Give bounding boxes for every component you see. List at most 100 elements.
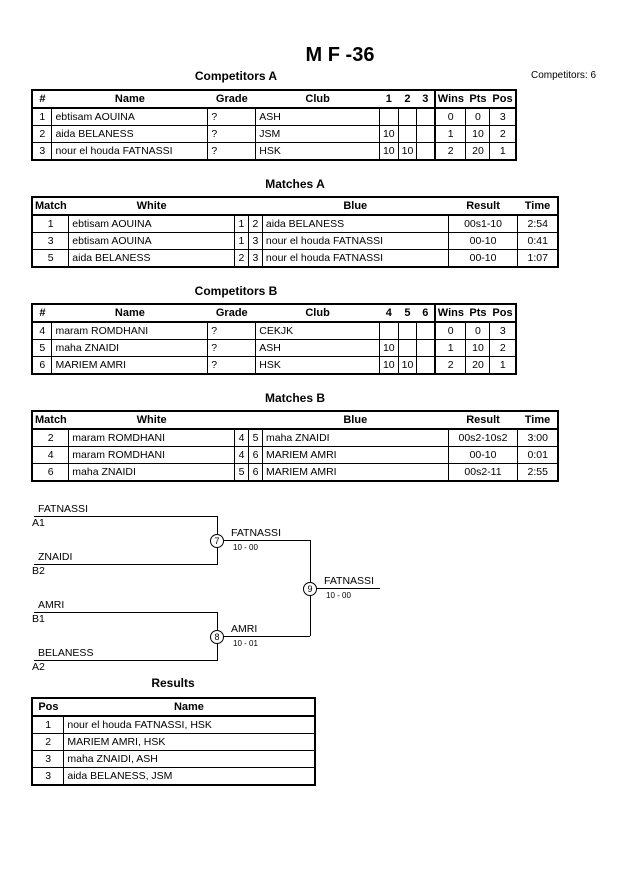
cell: 3 [31,750,65,768]
competitors-count: Competitors: 6 [531,70,597,81]
cell [416,339,436,357]
col-header: Blue [262,411,449,430]
cell: maram ROMDHANI [68,428,236,447]
match-number-badge: 8 [210,630,224,644]
table-row: 3 maha ZNAIDI, ASH [31,750,316,768]
col-header: Pts [465,90,490,109]
bracket-line [34,660,218,661]
cell: 1 [31,715,65,734]
col-header: Wins [433,90,466,109]
match-number-badge: 9 [303,582,317,596]
bracket-entrant-seed: B1 [32,613,45,625]
cell: 1 [31,214,70,233]
bracket-entrant-seed: A1 [32,517,45,529]
cell: HSK [255,142,380,161]
cell: 0 [433,321,467,340]
col-header: Pos [489,90,516,109]
cell: 0:41 [517,232,559,250]
cell: MARIEM AMRI [51,356,209,375]
matches-a-table: Match White Blue Result Time 1 ebtisam A… [31,196,559,268]
bracket-winner-name: AMRI [231,623,258,635]
cell [397,107,418,126]
bracket-entrant-name: FATNASSI [38,503,88,515]
col-header: Grade [207,304,256,323]
col-header: Time [517,197,558,216]
cell: 1 [31,107,53,126]
col-header: Name [63,698,315,717]
cell [397,125,418,143]
cell: 1 [233,232,249,250]
col-header: Name [51,304,208,323]
cell: 4 [234,428,249,447]
bracket-entrant-name: AMRI [38,599,65,611]
cell: ebtisam AOUINA [51,107,209,126]
cell [416,356,436,375]
bracket-score: 10 - 00 [233,543,258,552]
matches-b-title: Matches B [264,391,326,405]
table-row: 2 MARIEM AMRI, HSK [31,733,316,751]
col-header: 5 [398,304,417,323]
cell: HSK [255,356,380,375]
col-header: Pts [465,304,490,323]
cell: 0 [465,321,491,340]
cell: 2:54 [517,214,559,233]
col-header: 1 [379,90,399,109]
cell: 3 [247,249,263,268]
col-header: Match [32,411,69,430]
table-row: 3 aida BELANESS, JSM [31,767,316,786]
bracket-line [217,636,310,637]
table-row: 1 nour el houda FATNASSI, HSK [31,715,316,734]
pool-a-title: Competitors A [194,69,278,83]
cell [416,142,436,161]
cell [416,321,436,340]
cell: 20 [465,142,491,161]
page-title: M F -36 [305,44,375,66]
cell: 5 [31,339,53,357]
col-header: 6 [416,304,435,323]
cell: 3 [489,321,517,340]
col-header: Name [51,90,208,109]
col-header: Result [448,197,518,216]
cell: ? [207,321,257,340]
cell: maha ZNAIDI [68,463,236,482]
cell: 5 [248,428,263,447]
col-header: Wins [433,304,466,323]
col-header [248,197,263,216]
cell: 4 [31,446,70,464]
col-header: # [32,90,52,109]
table-row: 3 nour el houda FATNASSI ? HSK 10 10 2 2… [31,142,517,161]
cell: 0:01 [517,446,559,464]
cell: 6 [31,463,70,482]
cell: ebtisam AOUINA [68,232,235,250]
cell: 00s1-10 [447,214,519,233]
bracket-winner-name: FATNASSI [231,527,281,539]
cell: 3 [31,232,70,250]
cell: 2 [31,428,70,447]
cell: nour el houda FATNASSI, HSK [63,715,316,734]
cell: 00-10 [447,249,519,268]
col-header: Pos [489,304,516,323]
cell: 10 [378,125,399,143]
cell: 2 [233,249,249,268]
table-row: 5 maha ZNAIDI ? ASH 10 1 10 2 [31,339,517,357]
cell: maha ZNAIDI [51,339,209,357]
match-number-badge: 7 [210,534,224,548]
cell: 1 [489,142,517,161]
bracket-entrant-seed: B2 [32,565,45,577]
cell: ebtisam AOUINA [68,214,235,233]
col-header [234,411,249,430]
bracket-winner-name: FATNASSI [324,575,374,587]
cell: 2 [433,142,467,161]
cell: nour el houda FATNASSI [261,232,449,250]
cell: 00s2-10s2 [447,428,519,447]
table-row: 4 maram ROMDHANI ? CEKJK 0 0 3 [31,321,517,340]
cell: 4 [234,446,249,464]
cell: CEKJK [255,321,380,340]
col-header: 2 [398,90,417,109]
cell: maha ZNAIDI [261,428,449,447]
bracket-score: 10 - 00 [326,591,351,600]
pool-a-table: # Name Grade Club 1 2 3 Wins Pts Pos 1 e… [31,89,517,161]
cell: 2 [433,356,467,375]
cell: 10 [378,142,399,161]
cell: 5 [234,463,249,482]
